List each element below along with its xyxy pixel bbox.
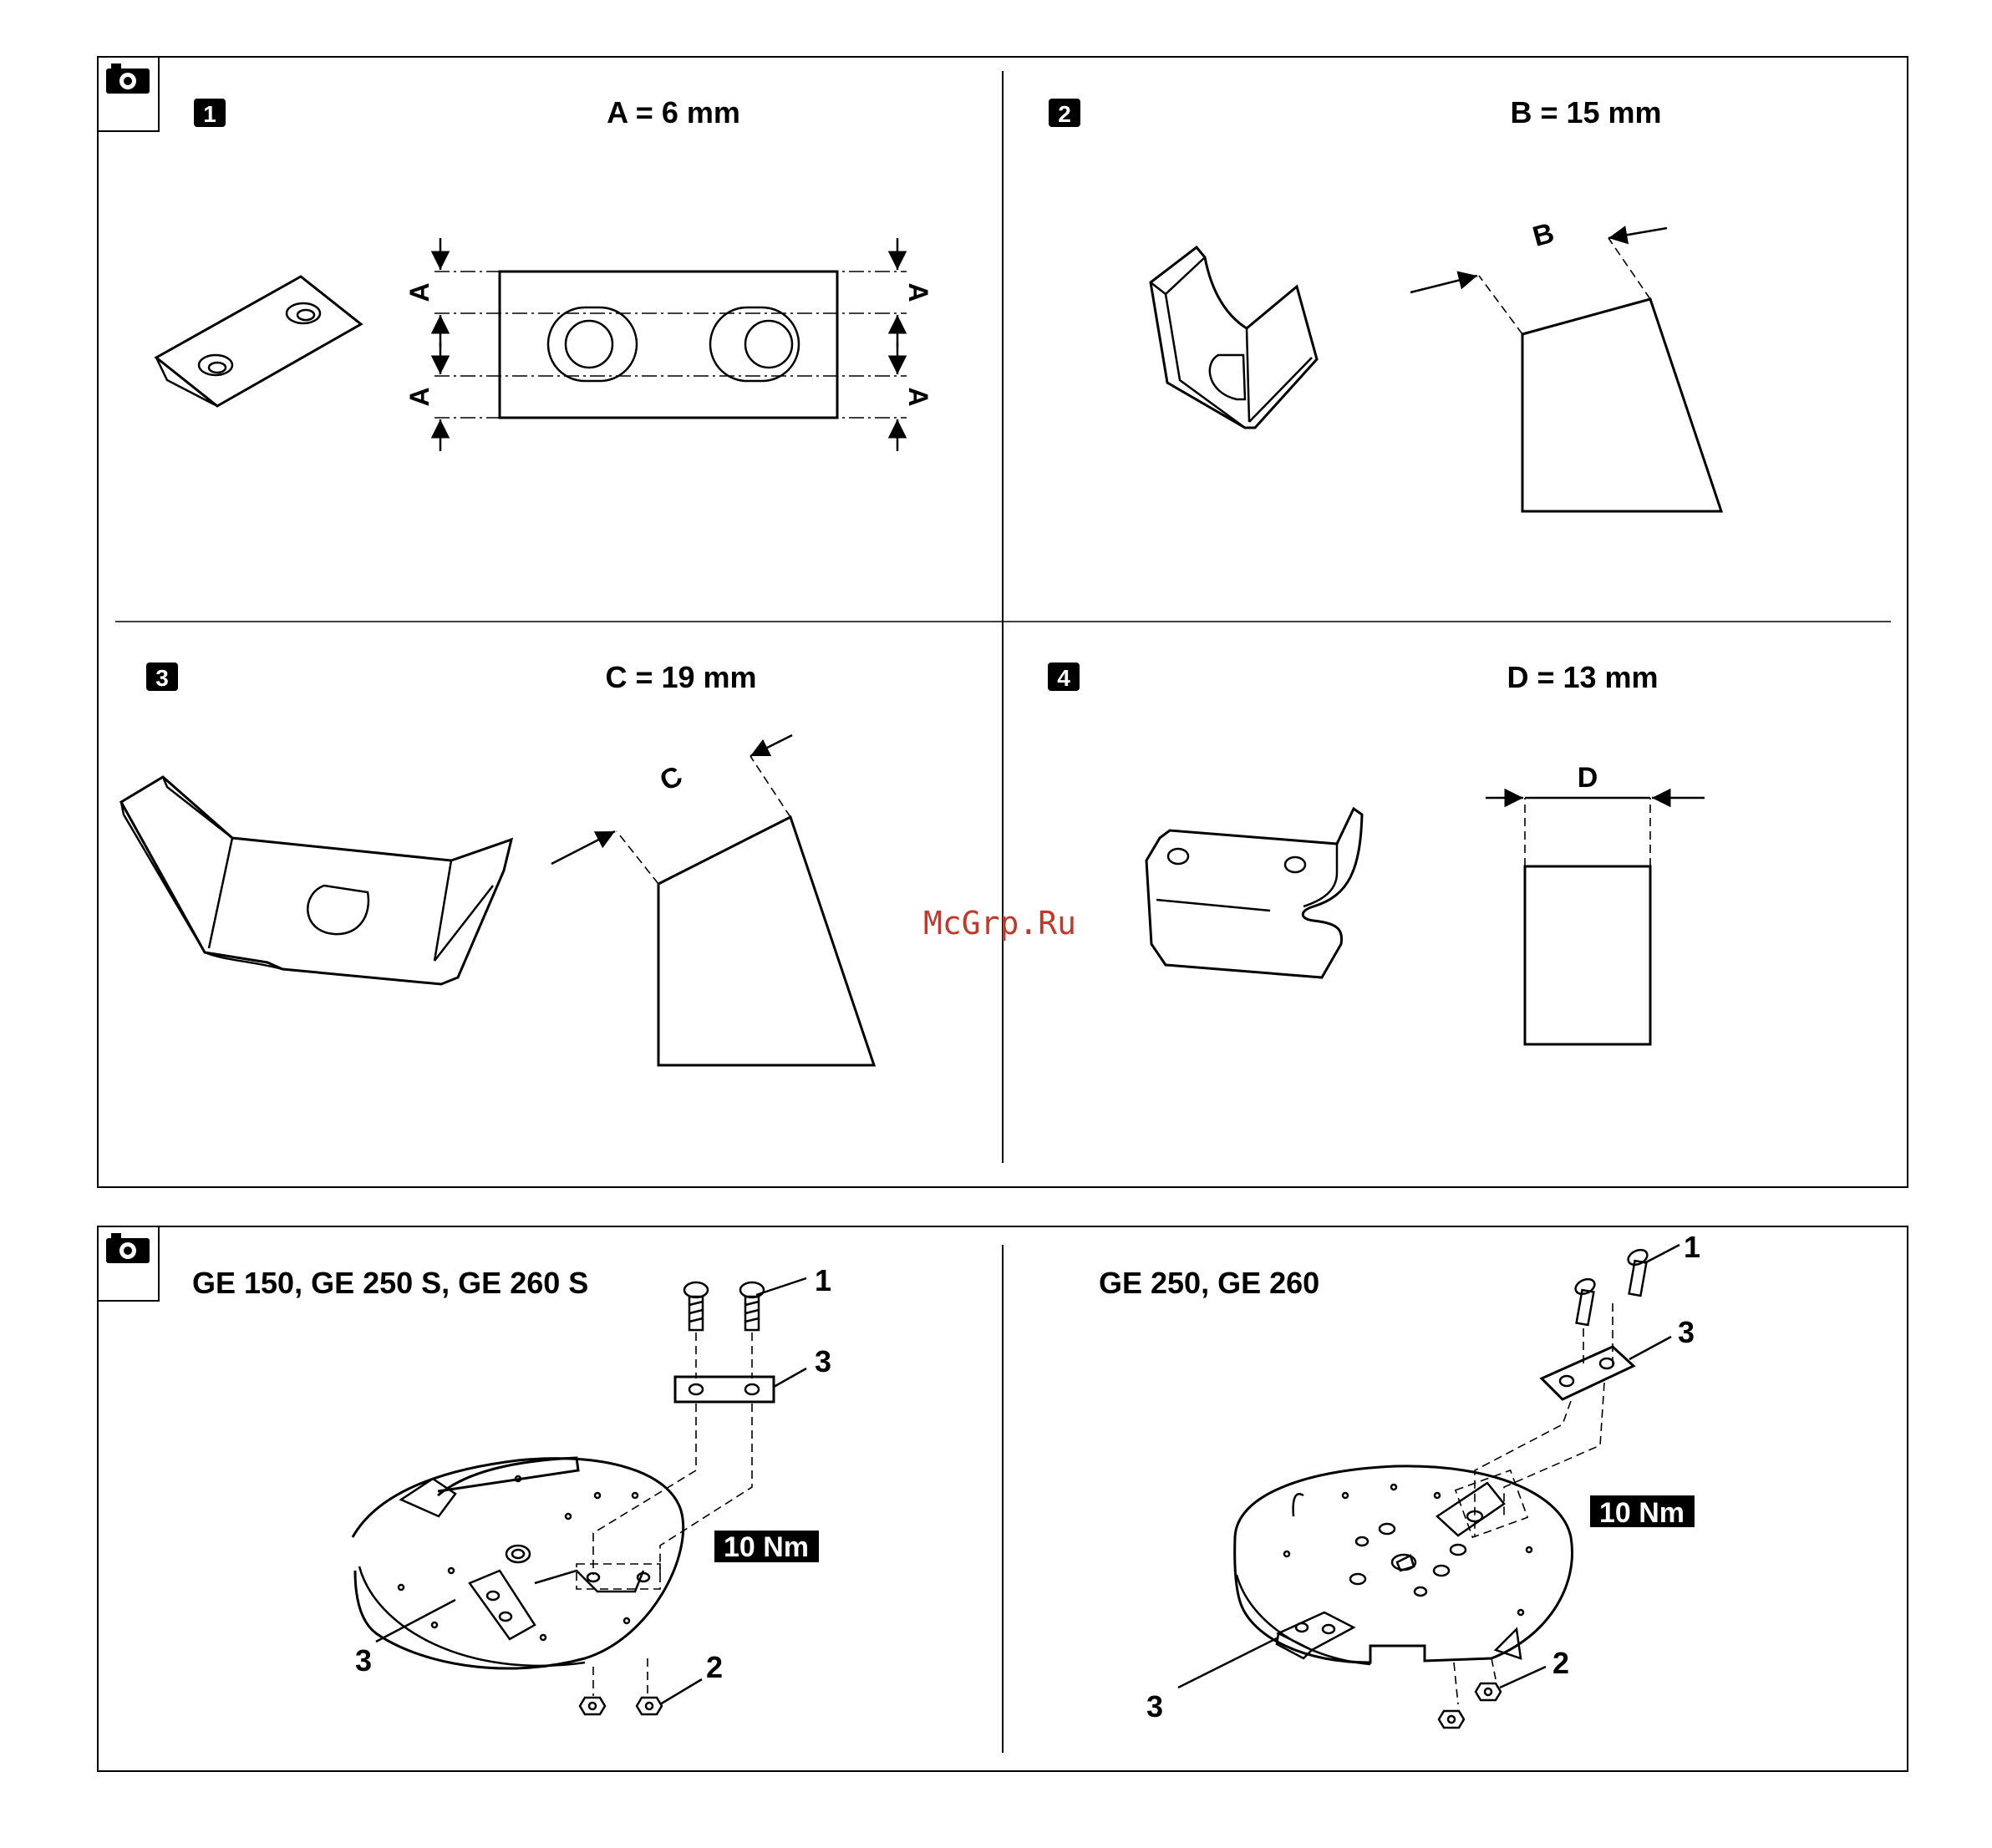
svg-text:1: 1	[815, 1263, 831, 1297]
svg-text:A: A	[404, 387, 434, 406]
right-blade-plate-assembly: 1 3	[1146, 1230, 1700, 1728]
svg-text:10 Nm: 10 Nm	[724, 1531, 809, 1563]
svg-text:C: C	[655, 760, 688, 798]
svg-text:A: A	[903, 282, 933, 302]
step-4-blade-profile: D	[1486, 762, 1705, 1044]
svg-text:A: A	[404, 282, 434, 302]
step-1-blade-isometric	[156, 277, 361, 406]
left-blade-plate-assembly: 1 3	[353, 1263, 831, 1714]
svg-text:10 Nm: 10 Nm	[1599, 1497, 1685, 1529]
step-2-blade-isometric	[1151, 247, 1317, 428]
svg-text:2: 2	[1552, 1646, 1569, 1680]
step-4-blade-isometric	[1146, 809, 1362, 977]
step-4-dimension: D = 13 mm	[1507, 660, 1658, 694]
step-1-dimension: A = 6 mm	[607, 95, 740, 129]
step-3-blade-isometric	[121, 777, 511, 984]
bottom-left-title: GE 150, GE 250 S, GE 260 S	[192, 1266, 588, 1300]
svg-text:1: 1	[203, 101, 216, 127]
camera-icon	[98, 57, 159, 131]
svg-text:3: 3	[155, 665, 169, 691]
step-3-badge: 3	[146, 663, 178, 691]
svg-text:3: 3	[1678, 1315, 1695, 1349]
step-4-badge: 4	[1048, 663, 1080, 691]
left-torque-badge: 10 Nm	[714, 1531, 819, 1563]
step-3-dimension: C = 19 mm	[605, 660, 756, 694]
watermark: McGrp.Ru	[923, 905, 1076, 942]
svg-text:1: 1	[1684, 1230, 1700, 1264]
step-1-badge: 1	[194, 99, 226, 127]
svg-text:4: 4	[1057, 665, 1070, 691]
step-2-dimension: B = 15 mm	[1510, 95, 1661, 129]
svg-text:A: A	[903, 387, 933, 406]
bottom-right-title: GE 250, GE 260	[1099, 1266, 1319, 1300]
step-1-blade-front-view: A A A A	[404, 238, 933, 451]
svg-text:2: 2	[706, 1650, 723, 1684]
right-torque-badge: 10 Nm	[1590, 1495, 1695, 1529]
svg-text:3: 3	[355, 1643, 372, 1678]
step-2-badge: 2	[1049, 99, 1080, 127]
svg-text:B: B	[1529, 217, 1558, 253]
step-3-blade-profile: C	[551, 735, 874, 1065]
camera-icon	[98, 1226, 159, 1301]
svg-text:D: D	[1578, 762, 1598, 794]
svg-text:3: 3	[1146, 1689, 1163, 1724]
svg-text:3: 3	[815, 1344, 831, 1378]
step-2-blade-profile: B	[1410, 217, 1721, 511]
svg-text:2: 2	[1058, 101, 1071, 127]
